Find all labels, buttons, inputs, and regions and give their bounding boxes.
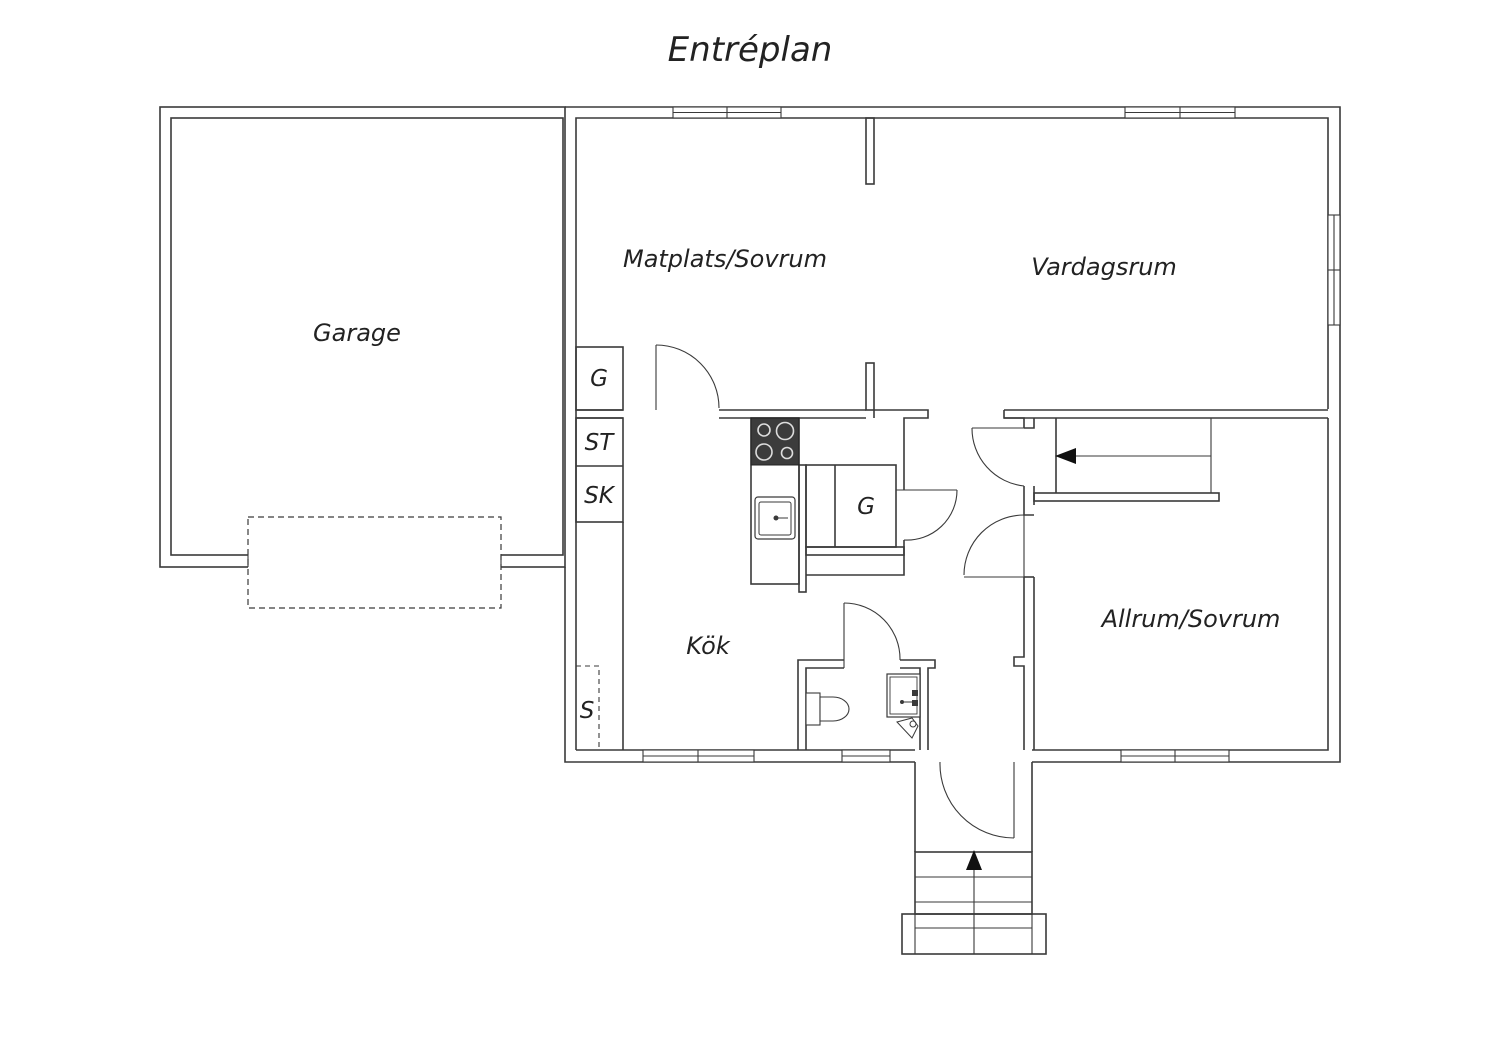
stair-arrow-icon (966, 850, 982, 870)
window-kitchen (642, 749, 755, 763)
windows (642, 106, 1341, 763)
fixture-label-wardrobe-top: G (590, 366, 608, 392)
entrance-porch (901, 762, 1047, 955)
fixture-label-s: S (580, 698, 595, 724)
window-living-top (1124, 106, 1236, 119)
room-label-dining: Matplats/Sovrum (623, 245, 827, 273)
window-family (1120, 749, 1230, 763)
fixture-label-st: ST (585, 430, 616, 456)
window-bathroom (841, 749, 891, 763)
doors (655, 344, 1025, 839)
room-label-living: Vardagsrum (1031, 253, 1177, 281)
plan-title: Entréplan (667, 30, 833, 70)
door-bathroom (843, 602, 901, 668)
door-wardrobe (896, 489, 958, 541)
window-dining (672, 106, 782, 119)
room-label-family: Allrum/Sovrum (1100, 605, 1281, 633)
washbasin-icon (886, 673, 921, 739)
room-label-garage: Garage (313, 319, 401, 347)
door-family-room (963, 514, 1025, 578)
door-entrance (939, 761, 1015, 839)
door-kitchen-dining (655, 344, 720, 410)
garage (159, 106, 566, 609)
stair-arrow-icon (1055, 448, 1076, 464)
kitchen-sink-icon (754, 496, 796, 540)
room-label-kitchen: Kök (686, 632, 731, 660)
garage-door-opening (247, 516, 502, 609)
fixture-label-wardrobe-mid: G (857, 494, 875, 520)
stove-icon (750, 417, 800, 466)
toilet-icon (805, 692, 850, 726)
fixture-label-sk: SK (584, 483, 616, 509)
door-closet (971, 427, 1025, 487)
house-exterior-walls (564, 106, 1341, 763)
window-living-side (1327, 214, 1341, 326)
